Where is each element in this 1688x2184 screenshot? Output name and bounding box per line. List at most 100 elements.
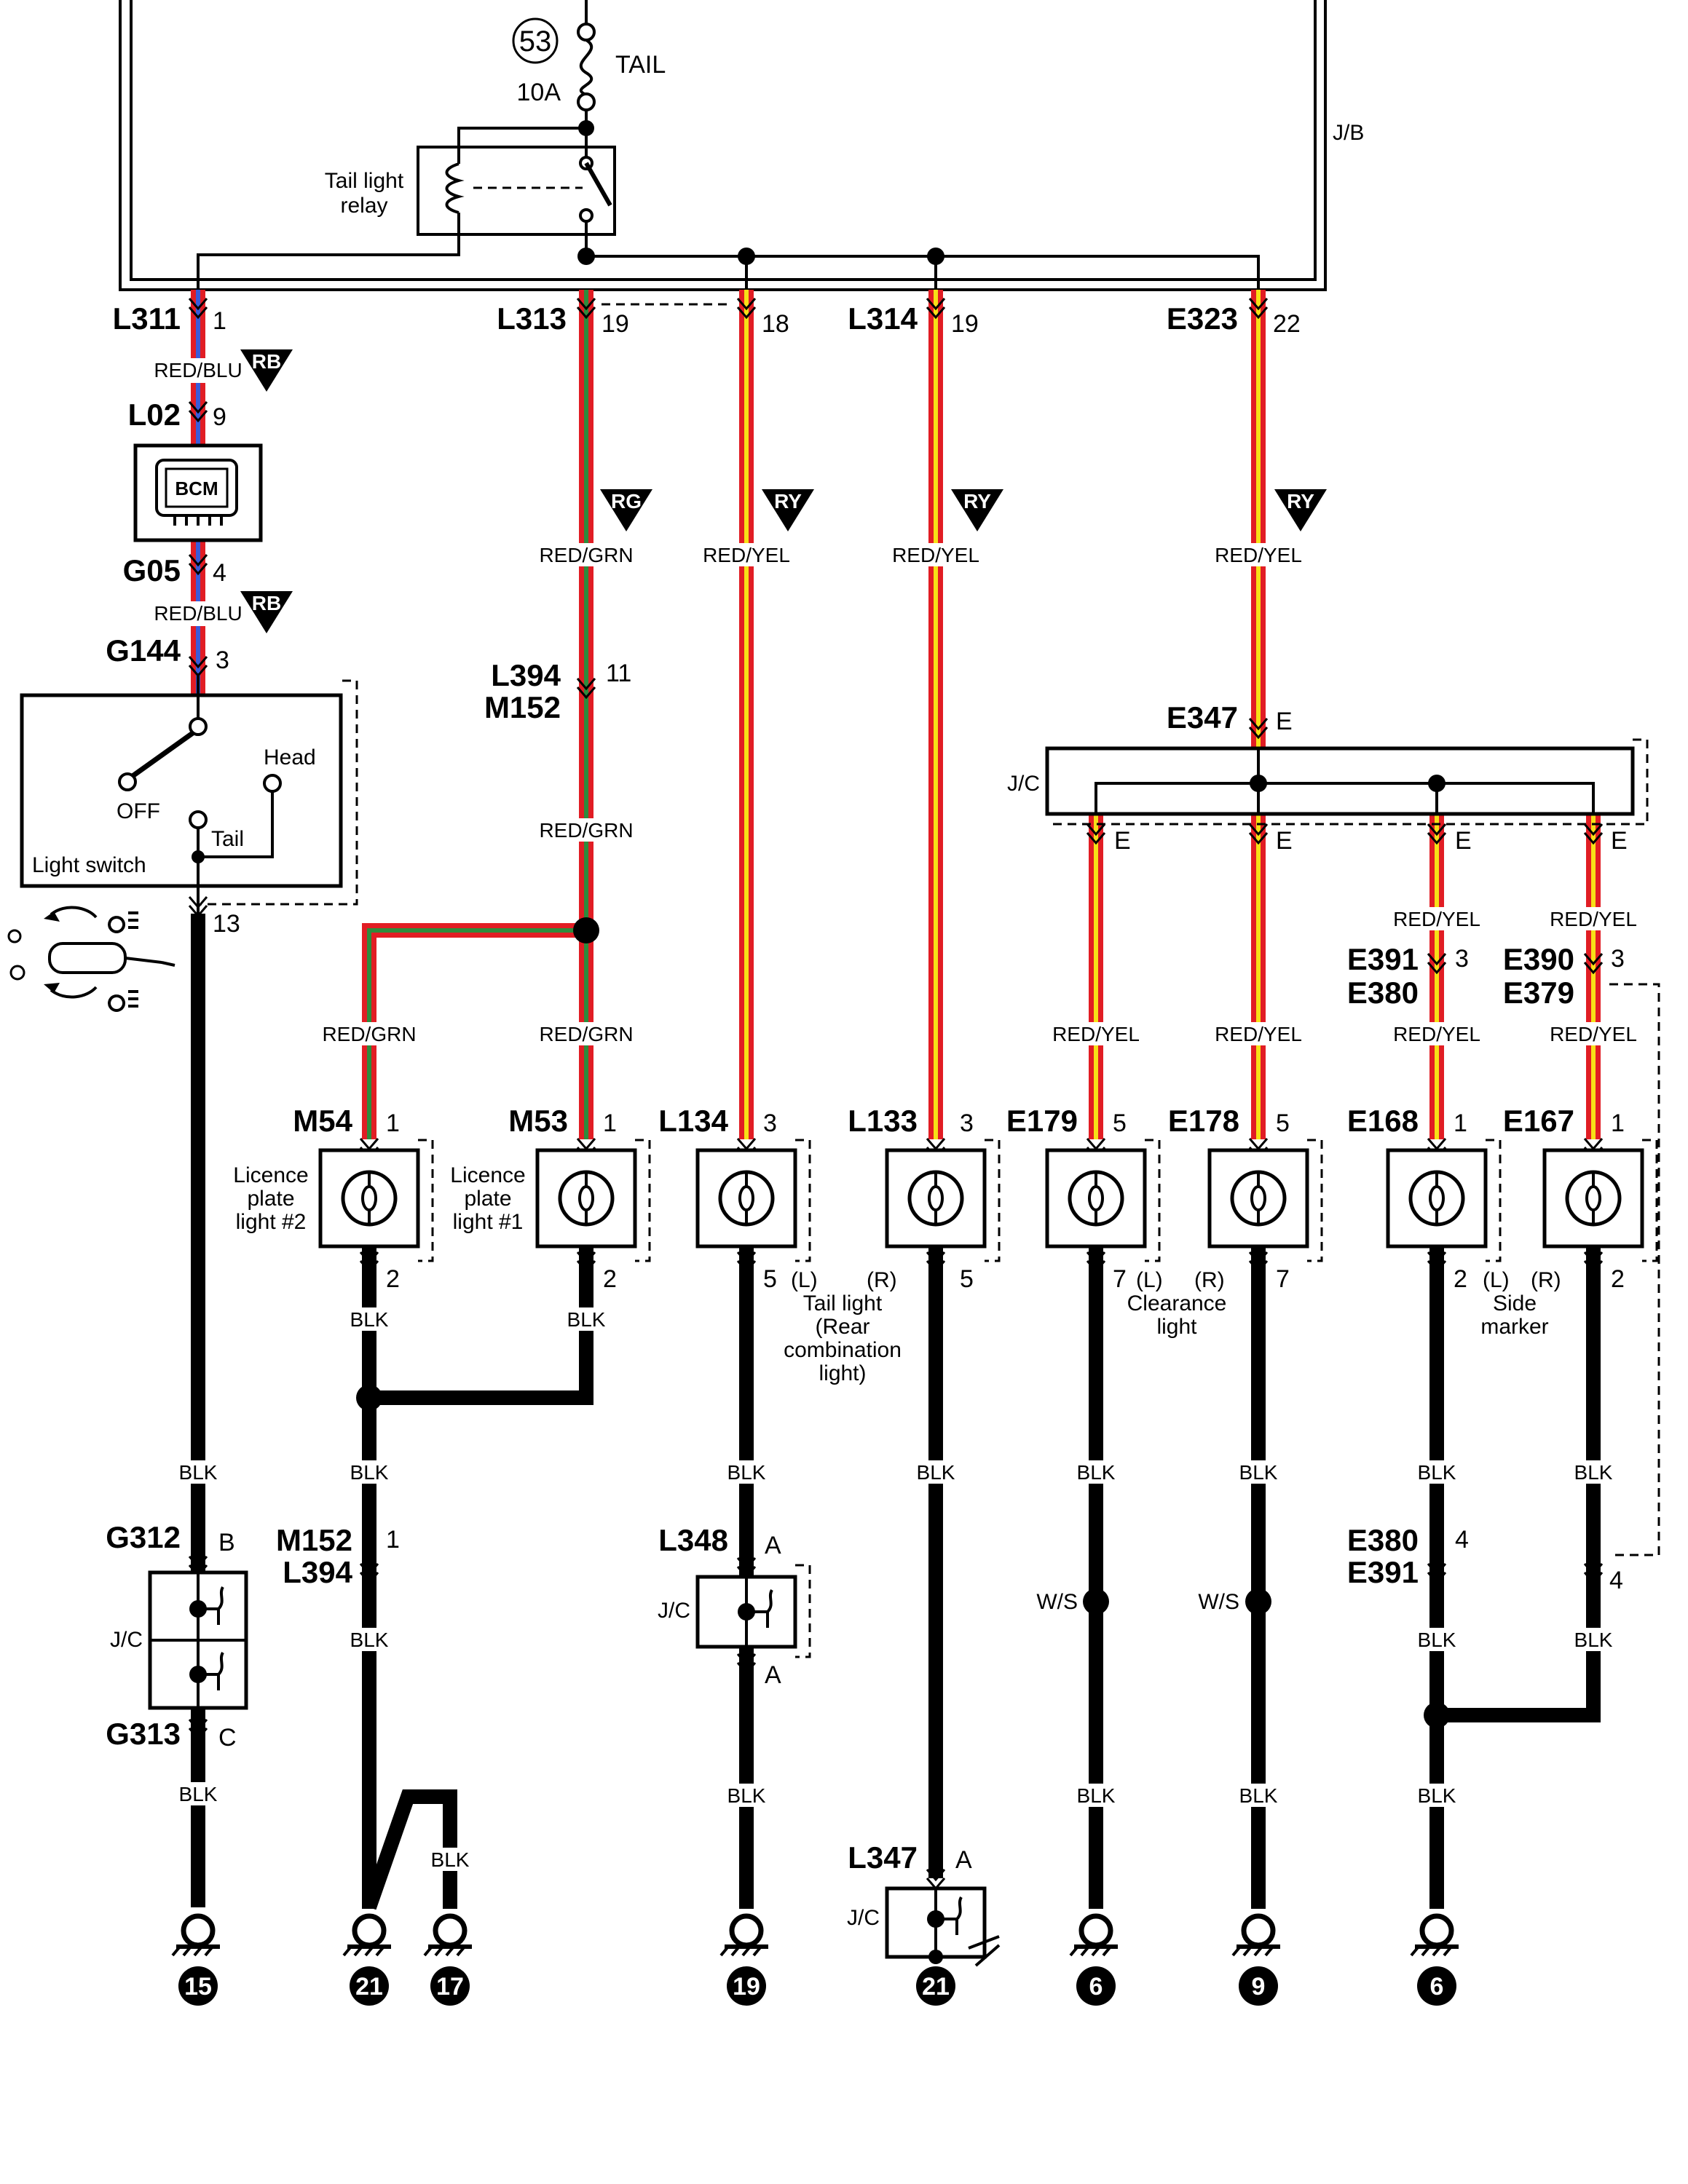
tail-light-label-3: combination bbox=[784, 1338, 902, 1362]
wire-label-red-yel-3: RED/YEL bbox=[1215, 544, 1302, 566]
bcm-label: BCM bbox=[175, 478, 218, 499]
tail-light-label-4: light) bbox=[819, 1361, 866, 1385]
connector-g05: G05 bbox=[123, 553, 181, 587]
wire-label-red-grn-3: RED/GRN bbox=[322, 1023, 416, 1045]
pin-e178: 5 bbox=[1276, 1109, 1290, 1137]
connector-g144: G144 bbox=[106, 633, 181, 668]
connector-l347: L347 bbox=[848, 1840, 918, 1875]
wire-label-red-yel-5: RED/YEL bbox=[1550, 908, 1637, 930]
pin-e168: 1 bbox=[1454, 1109, 1467, 1137]
relay-label-line2: relay bbox=[340, 194, 387, 218]
pin-e179-7: 7 bbox=[1113, 1265, 1127, 1293]
connector-g313: G313 bbox=[106, 1717, 181, 1751]
connector-m54: M54 bbox=[293, 1104, 352, 1138]
clearance-light-right bbox=[1210, 1150, 1307, 1246]
pin-l314: 19 bbox=[951, 310, 979, 338]
pin-m54-2: 2 bbox=[386, 1265, 400, 1293]
blk-7: BLK bbox=[1239, 1461, 1278, 1484]
plate2-label-3: light #2 bbox=[236, 1210, 307, 1234]
connector-e178: E178 bbox=[1168, 1104, 1239, 1138]
blk-14: BLK bbox=[1077, 1784, 1116, 1807]
junction-block-label: J/B bbox=[1333, 121, 1364, 145]
wire-label-red-blu-1: RED/BLU bbox=[154, 359, 242, 381]
wire-label-red-yel-8: RED/YEL bbox=[1393, 1023, 1480, 1045]
fuse-name: TAIL bbox=[615, 51, 666, 79]
tail-light-left bbox=[698, 1150, 795, 1246]
blk-2: BLK bbox=[567, 1308, 606, 1331]
tail-light-relay: Tail light relay bbox=[197, 120, 1260, 290]
side-marker-left bbox=[1388, 1150, 1486, 1246]
wire-label-red-yel-4: RED/YEL bbox=[1393, 908, 1480, 930]
pin-m53-2: 2 bbox=[603, 1265, 617, 1293]
wire-label-red-grn-4: RED/GRN bbox=[539, 1023, 633, 1045]
side-marker-right bbox=[1545, 1150, 1642, 1246]
connector-e323: E323 bbox=[1167, 301, 1238, 336]
blk-8: BLK bbox=[1418, 1461, 1456, 1484]
pin-l313-18: 18 bbox=[762, 310, 789, 338]
blk-11: BLK bbox=[1418, 1629, 1456, 1651]
pin-g05: 4 bbox=[213, 559, 226, 587]
licence-plate-light-2 bbox=[320, 1150, 418, 1246]
tail-light-label-1: Tail light bbox=[803, 1291, 883, 1315]
label-l-2: (L) bbox=[1136, 1268, 1163, 1292]
fuse-number: 53 bbox=[519, 25, 552, 58]
side-marker-label-2: marker bbox=[1480, 1315, 1548, 1339]
connector-m53: M53 bbox=[508, 1104, 568, 1138]
wire-label-red-yel-6: RED/YEL bbox=[1052, 1023, 1140, 1045]
splice-blk-2 bbox=[1424, 1702, 1450, 1728]
ground-6b: 6 bbox=[1430, 1973, 1444, 2001]
pin-g312: B bbox=[218, 1529, 235, 1556]
pin-l134-5: 5 bbox=[763, 1265, 777, 1293]
label-l-3: (L) bbox=[1483, 1268, 1510, 1292]
connector-l311: L311 bbox=[113, 301, 181, 336]
connector-l314: L314 bbox=[848, 301, 918, 336]
pin-l348-bottom: A bbox=[765, 1661, 781, 1689]
red-grn-wire bbox=[362, 290, 593, 1139]
clearance-light-left bbox=[1047, 1150, 1145, 1246]
blk-13: BLK bbox=[727, 1784, 766, 1807]
bcm-module: BCM bbox=[133, 443, 263, 542]
pin-e380-lower: 4 bbox=[1455, 1526, 1469, 1554]
plate2-label-1: Licence bbox=[233, 1163, 308, 1187]
connector-l394-lower: L394 bbox=[283, 1555, 352, 1589]
ws-label-1: W/S bbox=[1036, 1590, 1078, 1614]
ground-9: 9 bbox=[1252, 1973, 1266, 2001]
connector-e391: E391 bbox=[1347, 942, 1419, 976]
pin-e379-lower: 4 bbox=[1609, 1567, 1623, 1594]
blk-4: BLK bbox=[727, 1461, 766, 1484]
pin-l394: 11 bbox=[606, 660, 631, 687]
jc-pin-e-4: E bbox=[1611, 827, 1628, 855]
joint-connector-g312 bbox=[148, 1570, 248, 1710]
pin-e391: 3 bbox=[1455, 945, 1469, 973]
connector-m152: M152 bbox=[484, 690, 561, 724]
jc-label-e347: J/C bbox=[1007, 772, 1040, 796]
pin-m53: 1 bbox=[603, 1109, 617, 1137]
fuse-53: 53 TAIL 10A bbox=[512, 0, 666, 128]
pin-e167: 1 bbox=[1611, 1109, 1625, 1137]
ground-6a: 6 bbox=[1089, 1973, 1103, 2001]
label-r-3: (R) bbox=[1531, 1268, 1561, 1292]
connector-l133: L133 bbox=[848, 1104, 918, 1138]
splice-red-grn bbox=[573, 917, 599, 943]
badge-ry-3: RY bbox=[1287, 490, 1314, 513]
connector-e179: E179 bbox=[1006, 1104, 1078, 1138]
ground-21b: 21 bbox=[922, 1973, 950, 2001]
pin-m152-lower: 1 bbox=[386, 1526, 400, 1554]
fuse-rating: 10A bbox=[517, 79, 561, 106]
tail-light-right bbox=[887, 1150, 985, 1246]
pin-e347: E bbox=[1276, 708, 1293, 735]
ground-17: 17 bbox=[436, 1973, 464, 2001]
pin-g144: 3 bbox=[216, 646, 229, 674]
wire-label-red-yel-7: RED/YEL bbox=[1215, 1023, 1302, 1045]
junction-block: J/B bbox=[119, 0, 1364, 291]
wire-label-blk-c1b: BLK bbox=[179, 1783, 218, 1805]
wire-label-red-yel-1: RED/YEL bbox=[703, 544, 790, 566]
connector-l394: L394 bbox=[491, 658, 561, 692]
pin-e178-7: 7 bbox=[1276, 1265, 1290, 1293]
connector-e168: E168 bbox=[1347, 1104, 1419, 1138]
plate1-label-2: plate bbox=[464, 1187, 511, 1211]
blk-10: BLK bbox=[350, 1629, 389, 1651]
jc-label-l347: J/C bbox=[847, 1906, 880, 1930]
pin-g313: C bbox=[218, 1724, 237, 1752]
wire-label-red-yel-2: RED/YEL bbox=[892, 544, 979, 566]
